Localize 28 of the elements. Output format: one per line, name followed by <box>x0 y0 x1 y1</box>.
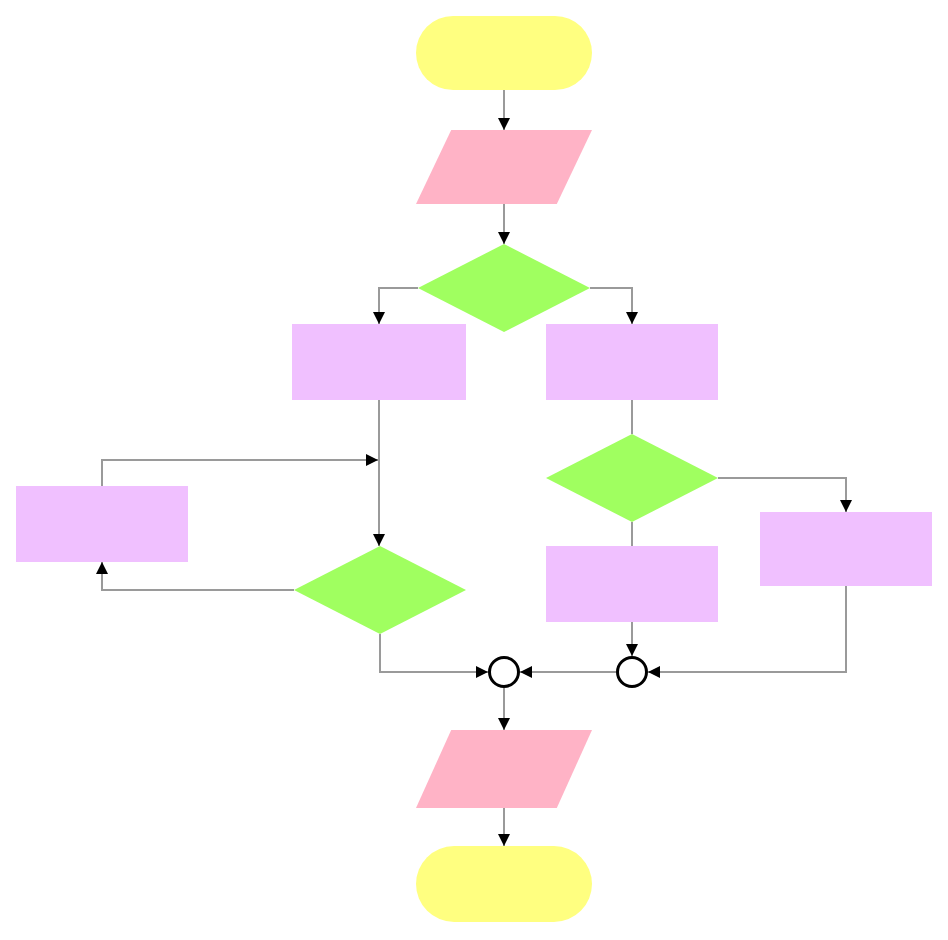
process-box <box>292 324 466 400</box>
process-box <box>760 512 932 586</box>
arrow <box>101 454 379 487</box>
arrow <box>519 666 617 678</box>
arrow <box>96 561 295 591</box>
data-parallelogram <box>416 730 592 808</box>
connector-circle <box>488 656 520 688</box>
arrow <box>498 89 510 131</box>
arrow <box>626 621 638 657</box>
data-parallelogram <box>416 130 592 204</box>
arrow <box>589 287 638 325</box>
arrow <box>379 633 489 678</box>
arrow <box>498 807 510 847</box>
connector-circle <box>616 656 648 688</box>
process-box <box>546 546 718 622</box>
decision-diamond <box>294 546 466 634</box>
decision-diamond <box>546 434 718 522</box>
terminal-pill <box>416 846 592 922</box>
arrow <box>373 287 419 325</box>
arrow <box>373 399 385 547</box>
arrow <box>647 585 847 678</box>
terminal-pill <box>416 16 592 90</box>
process-box <box>16 486 188 562</box>
decision-diamond <box>418 244 590 332</box>
arrow <box>498 687 510 731</box>
process-box <box>546 324 718 400</box>
arrow <box>498 203 510 245</box>
arrow <box>717 477 852 513</box>
